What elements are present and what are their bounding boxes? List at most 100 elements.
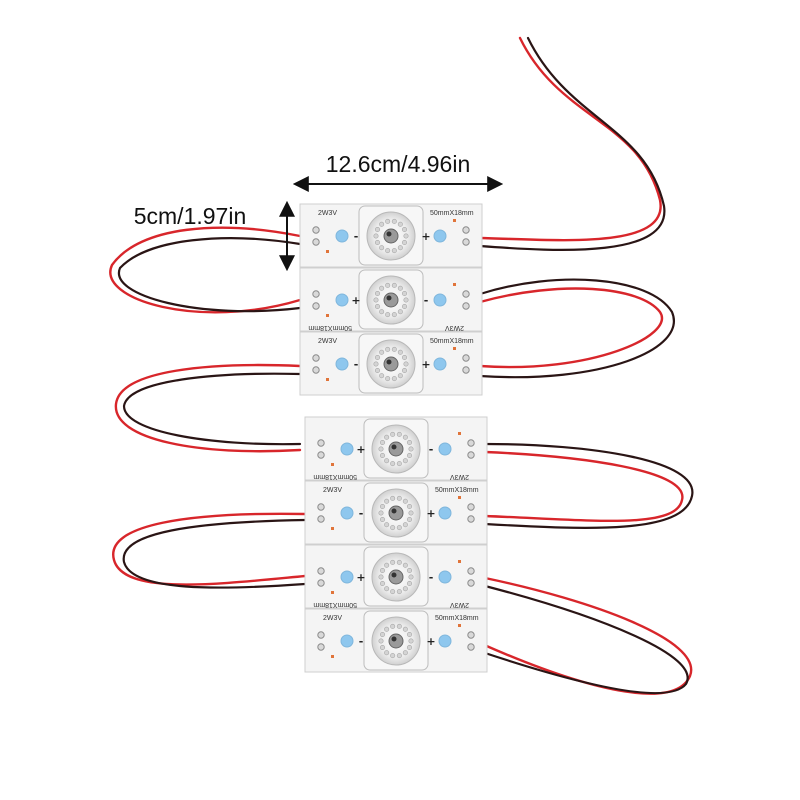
solder-pad [467, 643, 475, 651]
solder-pad [462, 366, 470, 374]
polarity-mark: + [426, 507, 435, 520]
lens-dimple [397, 373, 403, 379]
resistor [331, 463, 334, 466]
smd-led [433, 357, 447, 371]
black-wire [117, 237, 302, 313]
lens-dimple [379, 439, 385, 445]
solder-pad [467, 567, 475, 575]
lens-dimple [379, 221, 385, 227]
black-wire [478, 278, 675, 379]
lens-dimple [408, 574, 414, 580]
lens-dimple [374, 226, 380, 232]
lens-dimple [402, 304, 408, 310]
lens-dimple [385, 312, 391, 318]
solder-pad [317, 643, 325, 651]
solder-pad [312, 290, 320, 298]
lens-center [383, 228, 399, 244]
lens-dimple [390, 589, 396, 595]
lens-dimple [379, 631, 385, 637]
resistor [331, 527, 334, 530]
polarity-mark: - [359, 635, 364, 648]
smd-led [340, 570, 354, 584]
power-label: 2W3V [323, 487, 342, 494]
red-wire [114, 363, 302, 453]
width-label: 12.6cm/4.96in [326, 151, 470, 177]
lens-dimple [407, 581, 413, 587]
lens-dimple [374, 240, 380, 246]
lens-dimple [408, 510, 414, 516]
lens-dimple [391, 282, 397, 288]
lens-dimple [384, 586, 390, 592]
size-label: 50mmX18mm [435, 615, 479, 622]
smd-led [438, 570, 452, 584]
solder-pad [467, 515, 475, 523]
lens-dimple [402, 458, 408, 464]
solder-pad [462, 354, 470, 362]
lens-dimple [378, 638, 384, 644]
led-chip [391, 572, 397, 578]
smd-led [438, 442, 452, 456]
polarity-mark: - [354, 358, 359, 371]
resistor [326, 250, 329, 253]
lens-dimple [402, 562, 408, 568]
lens-dimple [390, 431, 396, 437]
power-label: 2W3V [450, 473, 469, 480]
lens-dimple [402, 226, 408, 232]
lens-dimple [390, 653, 396, 659]
black-wire [478, 36, 666, 251]
lens-dimple [396, 461, 402, 467]
lens-dimple [407, 453, 413, 459]
lens-dimple [396, 653, 402, 659]
lens-dimple [385, 282, 391, 288]
resistor [458, 432, 461, 435]
lens-dimple [396, 495, 402, 501]
lens-dimple [407, 645, 413, 651]
resistor [453, 219, 456, 222]
solder-pad [317, 567, 325, 575]
resistor [331, 655, 334, 658]
polarity-mark: - [354, 230, 359, 243]
solder-pad [312, 354, 320, 362]
solder-pad [317, 631, 325, 639]
black-wire [122, 518, 307, 589]
lens-dimple [391, 248, 397, 254]
lens-dimple [384, 458, 390, 464]
red-wire [112, 512, 307, 586]
lens-dimple [396, 525, 402, 531]
resistor [458, 624, 461, 627]
solder-pad [312, 226, 320, 234]
lens-dimple [374, 290, 380, 296]
solder-pad [312, 238, 320, 246]
solder-pad [317, 451, 325, 459]
lens-dimple [379, 645, 385, 651]
lens-dimple [396, 589, 402, 595]
led-chip [386, 359, 392, 365]
lens-dimple [374, 368, 380, 374]
lens-dimple [384, 434, 390, 440]
polarity-mark: + [351, 294, 360, 307]
lens-dimple [379, 349, 385, 355]
smd-led [335, 357, 349, 371]
lens-dimple [402, 290, 408, 296]
led-chip [386, 231, 392, 237]
lens-dimple [408, 446, 414, 452]
black-wire [122, 372, 302, 446]
lens-dimple [397, 285, 403, 291]
power-label: 2W3V [445, 324, 464, 331]
smd-led [335, 229, 349, 243]
lens-center [388, 633, 404, 649]
lens-dimple [407, 567, 413, 573]
lens-dimple [390, 495, 396, 501]
polarity-mark: + [426, 635, 435, 648]
size-label: 50mmX18mm [313, 601, 357, 608]
polarity-mark: - [429, 443, 434, 456]
lens-dimple [407, 517, 413, 523]
lens-dimple [407, 439, 413, 445]
